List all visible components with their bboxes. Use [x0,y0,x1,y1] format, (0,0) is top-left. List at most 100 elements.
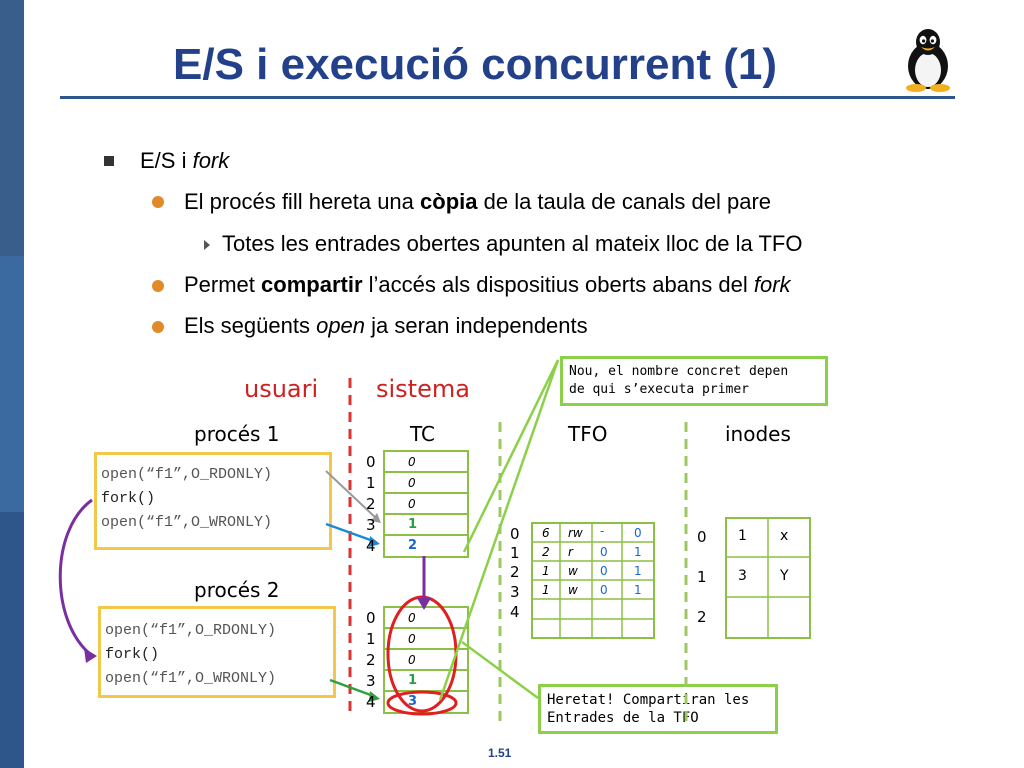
tc1-index: 4 [366,537,376,555]
tfo-refs-cell: 1 [542,564,550,578]
code-line: open(“f1”,O_RDONLY) [105,622,277,639]
bullet-text: Els següents [184,313,317,338]
tc2-index: 2 [366,651,376,669]
inode-index: 2 [697,608,707,626]
bullet-compartir: Permet compartir l’accés als dispositius… [184,272,791,298]
label-usuari: usuari [244,375,319,403]
slide-title: E/S i execució concurrent (1) [173,40,777,89]
open1-arrow [325,470,378,520]
open3-arrow-head [369,691,380,702]
tfo-c3-cell: 0 [600,545,608,559]
bullet-open: Els següents open ja seran independents [184,313,588,339]
tc1-cell: 2 [408,538,418,553]
label-proces1: procés 1 [194,422,280,446]
label-tc: TC [410,422,436,446]
inode-count-cell: 1 [738,528,747,544]
tfo-c4-cell: 1 [634,564,642,578]
bullet-text: El procés fill hereta una [184,189,421,214]
tfo-c4-cell: 1 [634,583,642,597]
tc2-cell: 0 [408,611,416,625]
note-line: Nou, el nombre concret depen [569,364,789,379]
tc1-index: 2 [366,495,376,513]
tfo-index: 4 [510,603,520,621]
tc2-index: 0 [366,609,376,627]
code-line: fork() [101,490,156,507]
tc1-table [383,450,469,558]
bullet-em: fork [192,148,230,173]
code-line: open(“f1”,O_WRONLY) [105,670,277,687]
note-top-leader [438,359,560,701]
bullet-text: ja seran independents [365,313,588,338]
round-bullet-icon [152,196,164,208]
round-bullet-icon [152,280,164,292]
fork-arrow-head [84,648,97,663]
tc1-index: 3 [366,516,376,534]
tc2-index: 4 [366,693,376,711]
inode-index: 1 [697,568,707,586]
tfo-mode-cell: rw [568,526,583,540]
inode-name-cell: x [780,528,789,544]
inode-count-cell: 3 [738,568,747,584]
tfo-refs-cell: 6 [542,526,550,540]
code-box-proces1: open(“f1”,O_RDONLY) fork() open(“f1”,O_W… [94,452,332,550]
title-underline [60,96,955,99]
bullet-em: open [316,313,366,338]
note-bottom-leader [461,640,539,700]
label-tfo: TFO [568,422,608,446]
tfo-c3-cell: - [600,524,605,538]
bullet-em: fork [753,272,791,297]
tfo-index: 0 [510,525,520,543]
tfo-c4-cell: 1 [634,545,642,559]
tc1-cell: 1 [408,517,418,532]
open2-arrow-head [369,536,380,547]
tc2-new-entry-circle [386,690,458,716]
bullet-es-fork: E/S i fork [140,148,229,174]
label-proces2: procés 2 [194,578,280,602]
open2-arrow [325,522,377,544]
tc2-cell: 3 [408,694,418,709]
bullet-text: de la taula de canals del pare [477,189,772,214]
tc2-cell: 0 [408,653,416,667]
inode-name-cell: Y [780,568,789,584]
tc2-index: 3 [366,672,376,690]
round-bullet-icon [152,321,164,333]
label-sistema: sistema [376,375,470,403]
code-line: open(“f1”,O_WRONLY) [101,514,273,531]
tc1-index: 1 [366,474,376,492]
tfo-mode-cell: w [568,583,578,597]
tfo-mode-cell: r [568,545,573,559]
tc1-index: 0 [366,453,376,471]
square-bullet-icon [104,156,114,166]
note-nou: Nou, el nombre concret depen de qui s’exe… [560,356,828,406]
tfo-index: 1 [510,544,520,562]
note-line: de qui s’executa primer [569,382,750,397]
tfo-refs-cell: 2 [542,545,550,559]
fork-arrow [58,498,93,656]
open3-arrow [329,678,377,699]
bullet-entrades: Totes les entrades obertes apunten al ma… [222,231,803,256]
tfo-c4-cell: 0 [634,526,642,540]
note-line: Heretat! Compartiran les [547,692,750,708]
tfo-c3-cell: 0 [600,564,608,578]
open1-arrow-head [371,513,381,523]
tfo-refs-cell: 1 [542,583,550,597]
code-box-proces2: open(“f1”,O_RDONLY) fork() open(“f1”,O_W… [98,606,336,698]
tc1-cell: 0 [408,497,416,511]
bullet-text: E/S i [140,148,193,173]
label-inodes: inodes [725,422,791,446]
tc1-cell: 0 [408,455,416,469]
bullet-text: Permet [184,272,262,297]
tc2-cell: 0 [408,632,416,646]
bullet-bold: còpia [420,189,478,214]
side-bar-bottom [0,512,24,768]
tfo-index: 2 [510,563,520,581]
page-number: 1.51 [488,746,512,760]
tfo-index: 3 [510,583,520,601]
tc1-cell: 0 [408,476,416,490]
bullet-bold: compartir [261,272,363,297]
tfo-mode-cell: w [568,564,578,578]
tux-penguin-icon [906,29,950,92]
tfo-c3-cell: 0 [600,583,608,597]
